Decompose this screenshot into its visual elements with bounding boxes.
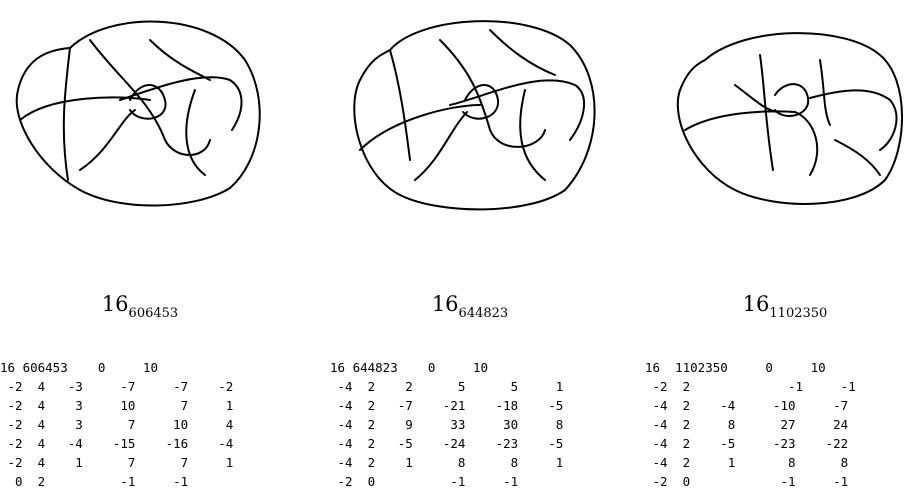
knot-label: 16606453: [0, 292, 280, 321]
knot-figure: 161102350 16 1102350 0 10 -2 2 -1 -1 -4 …: [645, 0, 912, 503]
table-row: -2 0 -1 -1: [645, 474, 849, 489]
table-row: 16 644823 0 10: [330, 360, 489, 375]
table-row: -4 2 2 5 5 1: [330, 379, 564, 394]
table-row: -2 4 -3 -7 -7 -2: [0, 379, 234, 394]
knot-diagram: [15, 20, 261, 207]
knot-figure: 16606453 16 606453 0 10 -2 4 -3 -7 -7 -2…: [0, 0, 300, 503]
knot-base: 16: [101, 292, 129, 316]
polynomial-table: 16 1102350 0 10 -2 2 -1 -1 -4 2 -4 -10 -…: [645, 358, 856, 491]
knot-index: 606453: [128, 306, 179, 321]
table-row: -4 2 -5 -23 -22: [645, 436, 849, 451]
knot-diagram: [676, 32, 903, 205]
table-row: -2 2 -1 -1: [645, 379, 856, 394]
knot-index: 644823: [458, 306, 509, 321]
table-row: -2 0 -1 -1: [330, 474, 519, 489]
polynomial-table: 16 606453 0 10 -2 4 -3 -7 -7 -2 -2 4 3 1…: [0, 358, 233, 491]
table-row: -4 2 9 33 30 8: [330, 417, 564, 432]
table-row: -2 4 3 10 7 1: [0, 398, 234, 413]
table-row: 16 1102350 0 10: [645, 360, 826, 375]
knot-base: 16: [431, 292, 459, 316]
polynomial-table: 16 644823 0 10 -4 2 2 5 5 1 -4 2 -7 -21 …: [330, 358, 563, 491]
table-row: 16 606453 0 10: [0, 360, 159, 375]
table-row: -4 2 -4 -10 -7: [645, 398, 849, 413]
knot-index: 1102350: [769, 306, 828, 321]
knot-base: 16: [742, 292, 770, 316]
knot-label: 16644823: [330, 292, 610, 321]
table-row: -2 4 1 7 7 1: [0, 455, 234, 470]
knot-figure: 16644823 16 644823 0 10 -4 2 2 5 5 1 -4 …: [330, 0, 630, 503]
table-row: -4 2 1 8 8 1: [330, 455, 564, 470]
knot-label: 161102350: [645, 292, 912, 321]
knot-diagram: [353, 20, 596, 211]
table-row: -4 2 -7 -21 -18 -5: [330, 398, 564, 413]
table-row: -4 2 -5 -24 -23 -5: [330, 436, 564, 451]
table-row: 0 2 -1 -1: [0, 474, 189, 489]
table-row: -2 4 -4 -15 -16 -4: [0, 436, 234, 451]
table-row: -4 2 1 8 8: [645, 455, 849, 470]
table-row: -4 2 8 27 24: [645, 417, 849, 432]
table-row: -2 4 3 7 10 4: [0, 417, 234, 432]
